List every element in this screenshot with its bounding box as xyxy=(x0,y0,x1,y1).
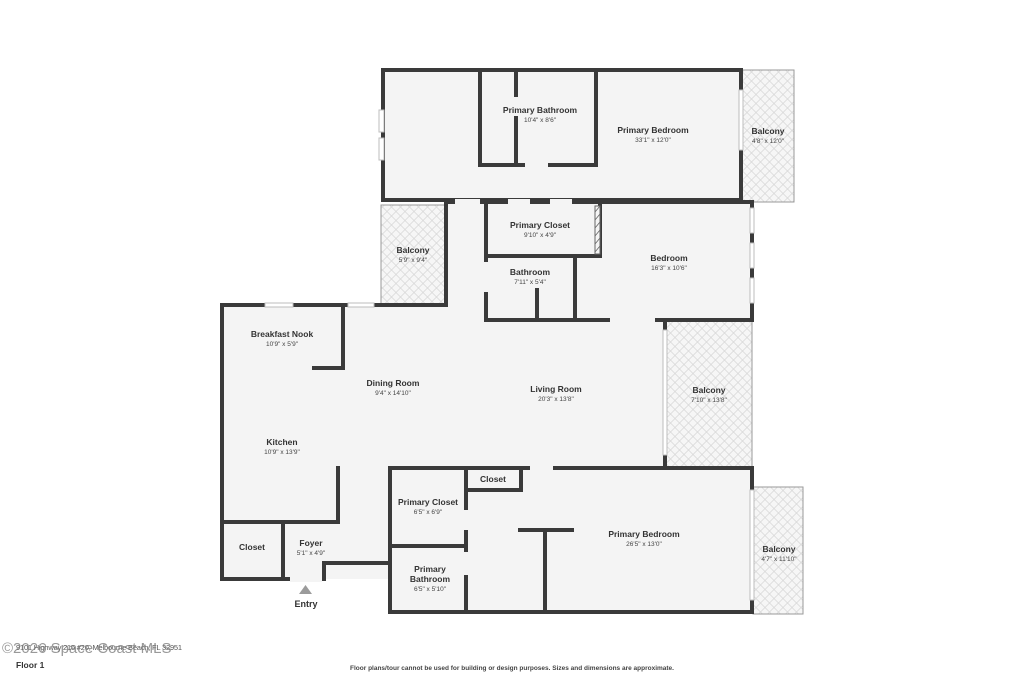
room-name: Balcony xyxy=(692,385,725,395)
room-dimensions: 10'9" x 5'9" xyxy=(266,341,299,348)
balcony-4-area xyxy=(752,486,804,615)
room-dimensions: 4'7" x 11'10" xyxy=(761,556,797,563)
room-dimensions: 20'3" x 13'8" xyxy=(538,396,574,403)
room-name: Primary Closet xyxy=(510,220,570,230)
room-dimensions: 7'11" x 5'4" xyxy=(514,279,546,286)
balcony-2-area xyxy=(380,204,447,306)
room-name: Foyer xyxy=(299,538,323,548)
room-name: Kitchen xyxy=(266,437,297,447)
footer-info: 9101 Highway 216 #20, Melbourne Beach, F… xyxy=(2,640,182,670)
room-name: Closet xyxy=(239,542,265,552)
room-name: Primary Bedroom xyxy=(608,529,680,539)
room-dimensions: 10'9" x 13'9" xyxy=(264,449,300,456)
room-name: Bedroom xyxy=(650,253,688,263)
room-dimensions: 9'10" x 4'9" xyxy=(524,232,557,239)
room-dimensions: 33'1" x 12'0" xyxy=(635,137,671,144)
room-dimensions: 9'4" x 14'10" xyxy=(375,390,411,397)
room-name: Breakfast Nook xyxy=(251,329,314,339)
room-name: Living Room xyxy=(530,384,582,394)
room-name: Primary Bathroom xyxy=(503,105,578,115)
address-text: 9101 Highway 216 #20, Melbourne Beach, F… xyxy=(16,643,182,652)
room-name: Primary Closet xyxy=(398,497,458,507)
room-dimensions: 6'5" x 5'10" xyxy=(414,586,447,593)
room-name: Balcony xyxy=(751,126,784,136)
disclaimer-text: Floor plans/tour cannot be used for buil… xyxy=(350,665,674,672)
floor-label: Floor 1 xyxy=(16,660,45,670)
entry-label: Entry xyxy=(294,599,317,609)
room-dimensions: 10'4" x 8'6" xyxy=(524,117,557,124)
room-dimensions: 26'5" x 13'0" xyxy=(626,541,662,548)
room-name: Closet xyxy=(480,474,506,484)
room-dimensions: 5'1" x 4'9" xyxy=(297,550,326,557)
copyright-watermark: ©2026 Space Coast MLS xyxy=(2,640,172,657)
balcony-3-area xyxy=(664,319,753,468)
balcony-1-area xyxy=(740,69,795,203)
room-dimensions: 6'5" x 6'9" xyxy=(414,509,443,516)
room-name: Balcony xyxy=(762,544,795,554)
entry-arrow-icon xyxy=(299,585,312,594)
room-name: Balcony xyxy=(396,245,429,255)
room-name: Primary xyxy=(414,564,446,574)
room-dimensions: 5'9" x 9'4" xyxy=(399,257,428,264)
door-openings xyxy=(290,162,655,582)
room-dimensions: 4'8" x 12'0" xyxy=(752,138,785,145)
windows xyxy=(264,89,755,601)
room-dimensions: 16'3" x 10'6" xyxy=(651,265,687,272)
room-name: Bathroom xyxy=(510,267,551,277)
room-labels: Primary Bathroom 10'4" x 8'6" Primary Be… xyxy=(239,105,797,593)
interior-floor xyxy=(222,70,752,612)
room-name: Dining Room xyxy=(367,378,420,388)
room-name: Primary Bedroom xyxy=(617,125,689,135)
room-dimensions: 7'10" x 13'8" xyxy=(691,397,727,404)
room-name: Bathroom xyxy=(410,574,451,584)
